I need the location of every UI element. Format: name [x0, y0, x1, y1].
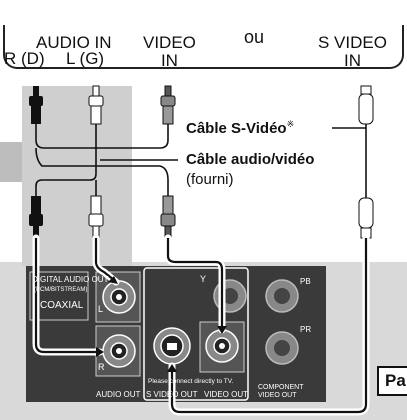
y-text: Y — [200, 274, 206, 284]
digital-audio-out-text: DIGITAL AUDIO OUT — [32, 275, 109, 284]
jack-svideo-out — [153, 327, 191, 365]
svideo-note-mark: ※ — [286, 119, 295, 129]
side-gray-block — [0, 142, 26, 182]
bottom-plugs — [29, 195, 374, 239]
arrow-audio-r — [34, 238, 100, 354]
tv-input-panel — [3, 25, 404, 69]
jack-component-pr — [265, 331, 299, 365]
jack-component-pb — [265, 279, 299, 313]
video-out-frame — [143, 267, 249, 401]
av-cable-note: (fourni) — [186, 171, 234, 188]
svideo-in-label: S VIDEO IN — [318, 33, 387, 70]
plug-video-bottom — [160, 195, 176, 239]
arrow-svideo — [170, 238, 368, 414]
plug-red-top — [29, 86, 43, 124]
component-video-out-text-2: VIDEO OUT — [258, 392, 297, 399]
wire-red-cross — [35, 147, 169, 196]
plug-white-bottom — [88, 195, 104, 239]
pb-text: PB — [300, 277, 311, 286]
s-video-out-text: S VIDEO OUT — [146, 390, 198, 399]
ou-label: ou — [244, 27, 265, 47]
pr-text: PR — [300, 325, 311, 334]
video-in-label: VIDEO IN — [143, 33, 196, 70]
pcm-bitstream-text: (PCM/BITSTREAM) — [34, 287, 87, 293]
component-video-out-text-1: COMPONENT — [258, 384, 304, 391]
arrow-lines — [34, 238, 368, 414]
plug-svideo-bottom — [358, 197, 374, 239]
arrow-video — [166, 238, 224, 328]
digital-audio-frame — [29, 271, 89, 321]
wire-top-red-video — [35, 124, 169, 149]
plug-video-top — [160, 85, 176, 125]
corner-label-box: Pa — [377, 366, 407, 396]
audio-out-text: AUDIO OUT — [96, 390, 141, 399]
wire-white-cross — [35, 124, 97, 196]
arrow-heads — [96, 276, 227, 372]
audio-r-label: R (D) — [4, 49, 45, 68]
please-connect-text: Please connect directly to TV. — [148, 378, 233, 385]
coaxial-text: COAXIAL — [40, 300, 84, 311]
plug-svideo-top — [358, 85, 374, 125]
svideo-cable-label: Câble S-Vidéo※ — [186, 119, 295, 137]
audio-l-label: L (G) — [66, 49, 105, 68]
r-text: R — [98, 362, 105, 372]
video-out-text: VIDEO OUT — [204, 390, 248, 399]
audio-in-label: AUDIO IN — [36, 33, 112, 52]
cable-wires — [35, 124, 367, 198]
arrow-audio-l — [94, 238, 115, 281]
top-plugs — [29, 85, 374, 125]
av-cable-label: Câble audio/vidéo — [186, 151, 315, 168]
plug-red-bottom — [29, 196, 43, 238]
l-text: L — [98, 304, 103, 314]
plug-white-top — [88, 85, 104, 125]
